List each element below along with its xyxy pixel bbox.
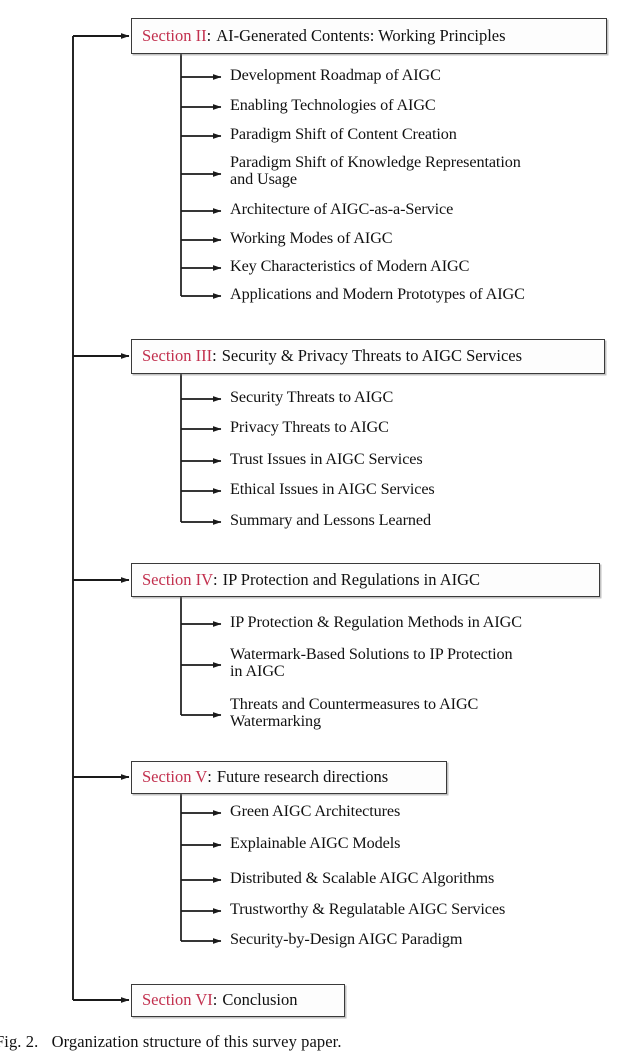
sub-item-3-2[interactable]: Privacy Threats to AIGC [230,418,389,436]
section-box-section-4[interactable]: Section IV : IP Protection and Regulatio… [131,563,600,597]
section-label-4: Section IV [142,569,214,589]
section-box-section-6[interactable]: Section VI : Conclusion [131,984,345,1017]
section-label-3: Section III [142,346,213,366]
section-box-section-5[interactable]: Section V : Future research directions [131,761,447,794]
section-colon-2: : [206,25,212,45]
figure-caption: Fig. 2. Organization structure of this s… [0,1032,623,1052]
sub-item-5-2[interactable]: Explainable AIGC Models [230,834,401,852]
section-box-section-3[interactable]: Section III : Security & Privacy Threats… [131,339,605,374]
sub-item-4-1[interactable]: IP Protection & Regulation Methods in AI… [230,613,522,631]
sub-item-5-5[interactable]: Security-by-Design AIGC Paradigm [230,930,463,948]
section-label-5: Section V [142,767,208,787]
sub-item-2-1[interactable]: Development Roadmap of AIGC [230,66,441,84]
figure-caption-tag: Fig. 2. [0,1032,39,1051]
sub-item-2-2[interactable]: Enabling Technologies of AIGC [230,96,436,114]
sub-item-2-5[interactable]: Architecture of AIGC-as-a-Service [230,200,454,218]
section-box-section-2[interactable]: Section II : AI-Generated Contents: Work… [131,18,607,54]
sub-item-5-1[interactable]: Green AIGC Architectures [230,802,401,820]
section-title-3: Security & Privacy Threats to AIGC Servi… [221,346,523,366]
sub-item-4-3[interactable]: Threats and Countermeasures to AIGC Wate… [230,695,479,731]
sub-item-5-3[interactable]: Distributed & Scalable AIGC Algorithms [230,869,495,887]
figure-caption-text: Organization structure of this survey pa… [51,1032,342,1051]
section-colon-4: : [213,569,218,589]
section-title-6: Conclusion [222,990,298,1010]
sub-item-2-7[interactable]: Key Characteristics of Modern AIGC [230,257,470,275]
sub-item-4-2[interactable]: Watermark-Based Solutions to IP Protecti… [230,645,513,681]
section-colon-5: : [207,767,212,787]
section-colon-6: : [212,990,218,1010]
section-label-2: Section II [142,25,207,45]
sub-item-2-3[interactable]: Paradigm Shift of Content Creation [230,125,457,143]
sub-item-3-1[interactable]: Security Threats to AIGC [230,388,394,406]
sub-item-2-6[interactable]: Working Modes of AIGC [230,229,393,247]
sub-item-3-5[interactable]: Summary and Lessons Learned [230,511,431,529]
sub-item-5-4[interactable]: Trustworthy & Regulatable AIGC Services [230,900,506,918]
sub-item-3-3[interactable]: Trust Issues in AIGC Services [230,450,423,468]
section-label-6: Section VI [142,990,213,1010]
section-title-2: AI-Generated Contents: Working Principle… [216,25,506,45]
sub-item-3-4[interactable]: Ethical Issues in AIGC Services [230,480,435,498]
sub-item-2-4[interactable]: Paradigm Shift of Knowledge Representati… [230,153,521,189]
sub-item-2-8[interactable]: Applications and Modern Prototypes of AI… [230,285,525,303]
section-title-5: Future research directions [216,767,389,787]
section-title-4: IP Protection and Regulations in AIGC [222,569,481,589]
section-colon-3: : [212,346,217,366]
